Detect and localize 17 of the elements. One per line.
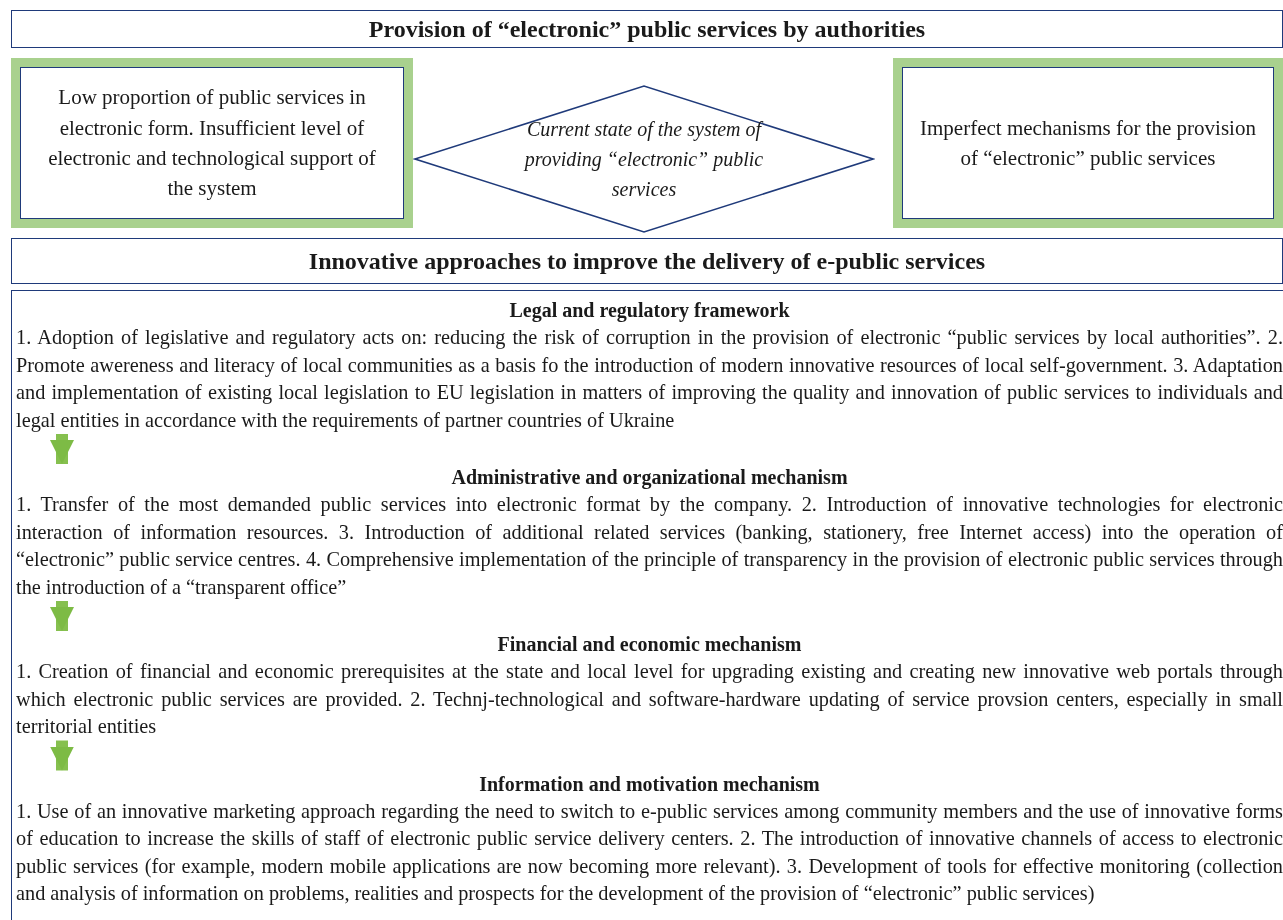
down-arrow [50,601,74,631]
section-text: 1. Transfer of the most demanded public services into electronic format by the company. 2. Introduction of innovative technologies for electronic interaction of information resources. 3. Introduction of additional related services (banking, stationery, free Internet access) into the operation of “electronic” public service centres. 4. Comprehensive implementation of the principle of transparency in the provision of electronic public services through the introduction of a “transparent office” [16,492,1283,601]
section-heading: Information and motivation mechanism [479,771,820,797]
problem-box: Imperfect mechanisms for the provision of “electronic” public services [902,67,1274,219]
down-arrow [50,434,74,464]
heading-box: Innovative approaches to improve the delivery of e-public services [11,238,1283,284]
section-heading: Administrative and organizational mechanism [451,465,848,491]
section-text: 1. Use of an innovative marketing approach regarding the need to switch to e-public services among community members and the use of innovative forms of education to increase the skills of staff of electronic public service delivery centers. 2. The introduction of innovative channels of access to electronic public services (for example, modern mobile applications are now becoming more relevant). 3. Development of tools for effective monitoring (collection and analysis of information on problems, realities and prospects for the development of the provision of “electronic” public services) [16,798,1283,907]
down-arrow [50,740,74,771]
section-heading: Legal and regulatory framework [509,298,790,324]
heading-box: Provision of “electronic” public services by authorities [11,10,1283,48]
content-panel [11,290,1283,920]
diamond-text: Current state of the system of providing “electronic” public services [522,117,765,202]
section-text: 1. Adoption of legislative and regulatory acts on: reducing the risk of corruption in the provision of electronic “public services by local authorities”. 2. Promote awereness and literacy of local communities as a basis fo the introduction of modern innovative resources of local self-government. 3. Adaptation and implementation of existing local legislation to EU legislation in matters of improving the quality and innovation of public services to individuals and legal entities in accordance with the requirements of partner countries of Ukraine [16,325,1283,434]
section-heading: Financial and economic mechanism [497,632,802,657]
problem-box: Low proportion of public services in electronic form. Insufficient level of electronic and technological support of the system [20,67,404,219]
section-text: 1. Creation of financial and economic prerequisites at the state and local level for upgrading existing and creating new innovative web portals through which electronic public services are provided. 2. Technj-technological and software-hardware updating of service provsion centers, especially in small territorial entities [16,659,1283,739]
